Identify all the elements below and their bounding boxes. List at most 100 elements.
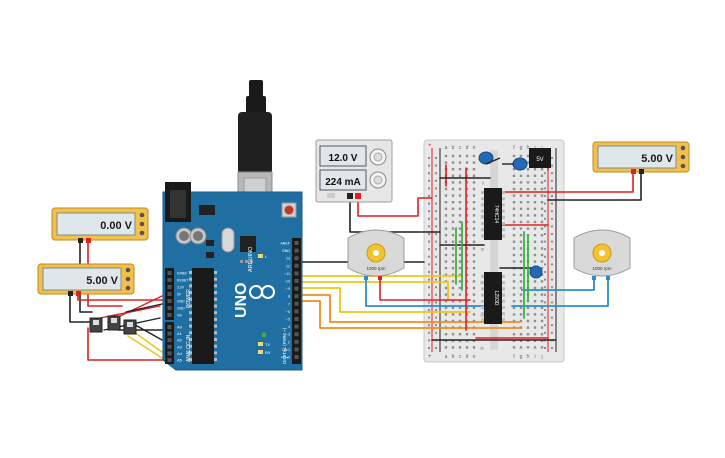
wire-motor-right-a (511, 279, 609, 307)
digital-pin-label: 13 (286, 257, 290, 261)
arduino-logo (249, 285, 275, 299)
power-pin-label: 3.3V (177, 286, 185, 290)
meter-reading: 5.00 V (641, 153, 673, 165)
rail-plus-label-bottom: + (428, 354, 432, 360)
capacitor-icon (512, 157, 528, 171)
breadboard-row-number: 5 (482, 181, 484, 185)
breadboard-column-letter: h (527, 354, 530, 360)
breadboard-column-letter: c (459, 354, 462, 360)
multimeter-left-bottom[interactable]: 5.00 V (37, 263, 135, 296)
meter-probe-red (86, 238, 91, 243)
power-pin-label: RESET (177, 279, 188, 283)
meter-probe-red (631, 169, 636, 174)
wire-supply-ground (349, 196, 441, 233)
usb-chip (199, 205, 215, 215)
meter-reading: 5.00 V (86, 275, 118, 287)
supply-current-readout: 224 mA (325, 177, 361, 188)
led-tx-label: TX (265, 342, 270, 347)
analog-pin-label: A4 (177, 351, 183, 356)
wire-pin11 (297, 281, 449, 301)
breadboard-column-letter: f (513, 145, 515, 151)
analog-pin-label: A1 (177, 331, 183, 336)
dc-motor-left[interactable]: 1000 rpm (347, 229, 405, 280)
capacitor-icon (529, 265, 543, 279)
meter-reading: 0.00 V (100, 220, 132, 232)
dc-motor-right[interactable]: 1000 rpm (573, 229, 631, 280)
breadboard-column-letter: c (459, 145, 462, 151)
rail-plus-label: + (428, 143, 432, 149)
digital-pin-label: 12 (286, 264, 290, 268)
breadboard-column-letter: d (466, 354, 469, 360)
breadboard-column-letter: j (540, 354, 542, 360)
small-ic (240, 236, 256, 252)
slide-switches[interactable] (89, 315, 137, 335)
mcu-pins (189, 271, 217, 362)
wire-pin8 (297, 300, 521, 329)
ic-label: 74HC14 (493, 205, 499, 224)
led-rx (258, 350, 263, 354)
power-led (261, 332, 267, 338)
breadboard-column-letter: i (534, 354, 535, 360)
ic-74hc14[interactable]: 74HC14 (481, 188, 505, 240)
breadboard-row-number: 30 (480, 346, 484, 350)
meter-probe-red (76, 291, 81, 296)
breadboard-row-number: 25 (480, 313, 484, 317)
multimeter-left-top[interactable]: 0.00 V (51, 207, 149, 243)
voltage-regulator[interactable]: 5V (529, 148, 551, 168)
breadboard-column-letter: g (520, 354, 523, 360)
analog-pin-label: A0 (177, 325, 183, 330)
analog-pin-label: A5 (177, 358, 183, 363)
motor-label: 1000 rpm (592, 266, 611, 271)
atmega-chip (192, 268, 214, 364)
analog-header (165, 322, 174, 364)
wire-pin9 (297, 294, 521, 323)
led-l (258, 254, 263, 258)
digital-section-label: DIGITAL (PWM ~) (282, 327, 287, 364)
wire-motor-right-b (521, 279, 595, 291)
power-pin-label: IOREF (177, 272, 187, 276)
digital-pin-label: ~5 (286, 318, 290, 322)
breadboard-row-number: 15 (480, 247, 484, 251)
led-tx (258, 342, 263, 346)
digital-pin-label: ~3 (286, 333, 290, 337)
digital-pin-label: TX▸1 (282, 348, 290, 352)
ceramic-capacitors[interactable] (478, 151, 543, 279)
icsp-header (240, 260, 253, 263)
breadboard-column-letter: e (473, 354, 476, 360)
digital-pin-label: 8 (288, 295, 290, 299)
usb-cable-plug (238, 112, 272, 174)
power-pin-label: GND (177, 300, 185, 304)
digital-pin-label: AREF (280, 242, 290, 246)
analog-pin-label: A3 (177, 344, 183, 349)
wire-meter-top-black (79, 237, 93, 313)
digital-pin-label: ~6 (286, 310, 290, 314)
supply-terminal-positive (355, 193, 361, 199)
digital-pin-label: RX◂0 (281, 356, 290, 360)
digital-pin-label: 4 (288, 325, 290, 329)
wire-motor-left-b (379, 277, 471, 301)
power-pin-label: GND (177, 307, 185, 311)
breadboard-column-letter: f (513, 354, 515, 360)
digital-pin-label: 2 (288, 340, 290, 344)
meter-probe-black (68, 291, 73, 296)
breadboard-column-letter: g (520, 145, 523, 151)
multimeter-right[interactable]: 5.00 V (592, 141, 690, 174)
breadboard-column-letter: e (473, 145, 476, 151)
usb-cable-top (249, 80, 263, 100)
supply-voltage-readout: 12.0 V (329, 153, 358, 164)
wire-right-meter-red (499, 171, 634, 193)
power-pin-label: Vin (177, 314, 182, 318)
digital-pin-label: ~9 (286, 287, 290, 291)
digital-header (292, 238, 301, 364)
ic-l293d[interactable]: L293D (481, 272, 505, 324)
breadboard-column-letter: b (452, 145, 455, 151)
header-pins (167, 241, 299, 362)
breadboard-column-letter: b (452, 354, 455, 360)
digital-pin-label: ~10 (284, 280, 290, 284)
power-supply[interactable]: 12.0 V 224 mA (315, 139, 393, 203)
